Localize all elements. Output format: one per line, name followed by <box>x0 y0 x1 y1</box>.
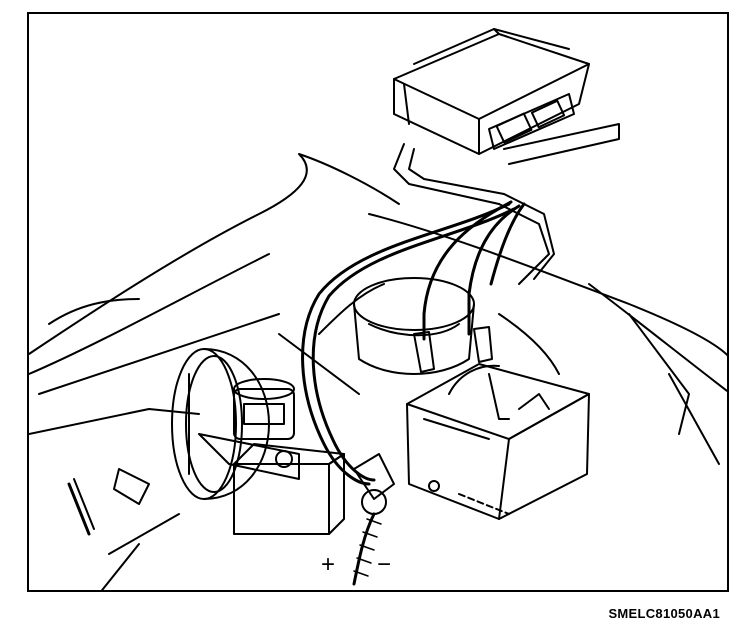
tester-cart-icon <box>393 143 555 285</box>
battery-tester-icon <box>393 28 620 165</box>
diagram-frame: + − <box>27 12 729 592</box>
strut-tower-icon <box>278 277 560 395</box>
battery-icon <box>406 363 590 520</box>
engine-bay-illustration: + − <box>29 28 727 590</box>
master-cylinder-icon <box>198 378 345 535</box>
clamp-icon <box>353 326 493 515</box>
test-cables-icon <box>301 200 526 486</box>
negative-terminal-label: − <box>377 551 391 578</box>
ground-cable-icon <box>352 512 382 586</box>
figure-code: SMELC81050AA1 <box>608 606 720 621</box>
vehicle-body-icon <box>29 153 727 590</box>
positive-terminal-label: + <box>321 551 335 578</box>
